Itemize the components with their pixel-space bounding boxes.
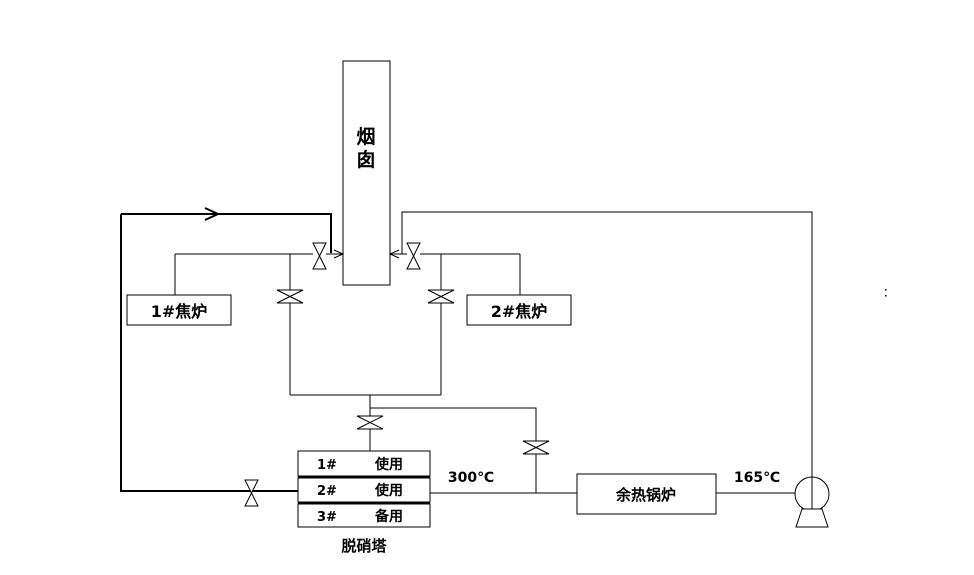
left-branch — [174, 242, 345, 295]
coke-oven-2-label: 2#焦炉 — [491, 302, 548, 321]
chimney-label-char-2: 囱 — [356, 148, 375, 171]
tower-unit-1 — [297, 450, 431, 477]
chimney: 烟 囱 — [342, 60, 391, 286]
tower-outlet-temperature: 300℃ — [448, 470, 494, 486]
boiler-outlet-temperature: 165℃ — [734, 470, 780, 486]
waste-heat-boiler: 余热锅炉 — [576, 473, 717, 515]
tower-unit-1-status: 使用 — [374, 456, 403, 473]
bypass-loop — [120, 207, 332, 492]
boiler-bypass-valve-icon — [522, 440, 550, 455]
boiler-outlet: 165℃ — [716, 470, 795, 494]
bypass-line-left — [120, 214, 300, 492]
tower-feed — [356, 395, 550, 493]
boiler-bypass-line — [370, 407, 537, 493]
tower-unit-3-status: 备用 — [374, 508, 403, 525]
left-chimney-valve-icon — [312, 242, 327, 270]
right-chimney-valve-icon — [406, 242, 421, 270]
collector — [276, 254, 455, 396]
right-branch — [388, 242, 521, 295]
coke-oven-1: 1#焦炉 — [126, 294, 232, 326]
coke-oven-2-box — [466, 294, 572, 326]
return-line — [401, 211, 813, 478]
tower-unit-1-number: 1# — [317, 458, 337, 473]
coke-oven-1-box — [126, 294, 232, 326]
right-inlet-arrow-icon — [388, 249, 400, 259]
left-inlet-arrow-icon — [333, 249, 345, 259]
chimney-label-char-1: 烟 — [356, 125, 375, 148]
bypass-line-top — [121, 213, 332, 253]
tower-unit-2-number: 2# — [317, 484, 337, 499]
tower-outlet: 300℃ — [430, 470, 577, 494]
right-downleg-valve-icon — [427, 289, 455, 304]
waste-heat-boiler-box — [576, 473, 717, 515]
stray-mark — [885, 289, 887, 297]
chimney-body — [342, 60, 391, 286]
tower-feed-valve-icon — [356, 415, 384, 430]
tower-label: 脱硝塔 — [341, 537, 387, 555]
bypass-valve-icon — [244, 479, 259, 507]
coke-oven-2: 2#焦炉 — [466, 294, 572, 326]
pump-icon — [794, 476, 830, 528]
pump-return-line — [401, 211, 813, 478]
waste-heat-boiler-label: 余热锅炉 — [615, 486, 676, 504]
tower-unit-3 — [297, 503, 431, 528]
tower-unit-2 — [297, 477, 431, 503]
flow-arrow-icon — [204, 207, 221, 221]
coke-oven-1-label: 1#焦炉 — [151, 302, 208, 321]
tower-unit-2-status: 使用 — [374, 482, 403, 499]
tower-unit-3-number: 3# — [317, 510, 337, 525]
left-downleg-valve-icon — [276, 289, 304, 304]
denitration-tower: 1# 使用 2# 使用 3# 备用 脱硝塔 — [297, 450, 431, 555]
